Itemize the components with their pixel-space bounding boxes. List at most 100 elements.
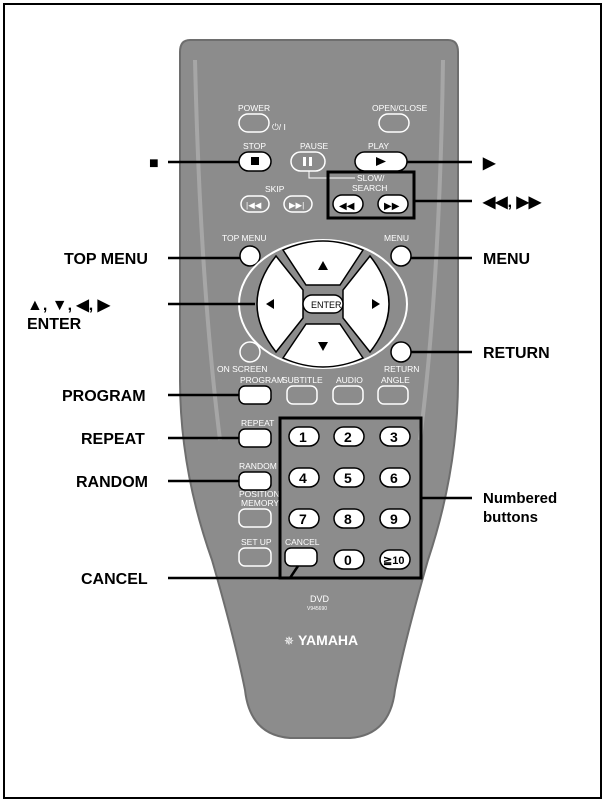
random-label: RANDOM [239,461,277,471]
subtitle-button[interactable] [286,385,318,405]
slow-label: SLOW/ [357,173,385,183]
number-button-10-plus[interactable] [379,549,411,570]
callout-random: RANDOM [76,474,148,491]
number-label: 3 [390,429,398,445]
top-menu-label: TOP MENU [222,233,267,243]
leader-lines [168,160,472,580]
number-button-0[interactable] [333,549,365,570]
callout-arrows: ▲, ▼, ◀, ▶ [27,297,111,314]
number-label: 2 [344,429,352,445]
power-button[interactable] [238,113,270,133]
number-label: 4 [299,470,307,486]
number-pad: 1 2 3 4 5 6 7 8 9 0 ≧10 [288,426,411,570]
rewind-icon: ◀◀ [339,201,355,212]
position-memory-button[interactable] [238,508,272,528]
up-arrow-icon [318,261,328,270]
on-screen-label: ON SCREEN [217,364,268,374]
angle-label: ANGLE [381,375,410,385]
callout-return: RETURN [483,345,550,362]
remote-bevel-right [418,59,445,441]
random-button[interactable] [238,471,272,491]
number-button-4[interactable] [288,467,320,488]
number-button-3[interactable] [379,426,411,447]
pause-label: PAUSE [300,141,329,151]
skip-forward-button[interactable] [283,195,313,213]
play-label: PLAY [368,141,389,151]
stop-label: STOP [243,141,266,151]
callout-numbered: Numbered [483,490,557,507]
setup-button[interactable] [238,547,272,567]
number-label: 8 [344,511,352,527]
power-symbol: ⏻/ I [272,122,286,132]
cancel-label: CANCEL [285,537,320,547]
number-button-9[interactable] [379,508,411,529]
number-label: 6 [390,470,398,486]
audio-button[interactable] [332,385,364,405]
on-screen-button[interactable] [239,341,261,363]
number-label: 1 [299,429,307,445]
number-label: 9 [390,511,398,527]
enter-label: ENTER [311,300,342,310]
number-label: 0 [344,552,352,568]
model-number: V945690 [307,606,327,612]
callout-repeat: REPEAT [81,431,145,448]
left-button[interactable] [256,254,304,354]
menu-label: MENU [384,233,409,243]
fast-forward-icon: ▶▶ [384,201,400,212]
callout-stop: ■ [149,155,159,172]
dvd-logo: DVD [310,594,330,604]
skip-back-icon: |◀◀ [246,200,262,210]
right-button[interactable] [342,254,390,354]
brand-logo: YAMAHA [298,632,358,648]
return-label: RETURN [384,364,419,374]
yamaha-emblem-icon: ✵ [284,634,294,648]
callout-buttons: buttons [483,509,538,526]
callout-menu: MENU [483,251,530,268]
number-button-2[interactable] [333,426,365,447]
repeat-label: REPEAT [241,418,274,428]
open-close-button[interactable] [378,113,410,133]
repeat-button[interactable] [238,428,272,448]
search-highlight-box [326,170,416,220]
search-back-button[interactable] [332,194,364,214]
subtitle-label: SUBTITLE [282,375,323,385]
number-button-8[interactable] [333,508,365,529]
callout-top-menu: TOP MENU [64,251,148,268]
setup-label: SET UP [241,537,272,547]
figure-frame [3,3,602,799]
skip-label: SKIP [265,184,285,194]
search-forward-button[interactable] [377,194,409,214]
left-arrow-icon [266,299,274,309]
memory-label: MEMORY [241,498,279,508]
callout-program: PROGRAM [62,388,146,405]
menu-button[interactable] [390,245,412,267]
top-menu-button[interactable] [239,245,261,267]
search-label: SEARCH [352,183,387,193]
number-label: ≧10 [383,555,404,567]
return-button[interactable] [390,341,412,363]
skip-forward-icon: ▶▶| [289,200,304,210]
open-close-label: OPEN/CLOSE [372,103,428,113]
number-button-1[interactable] [288,426,320,447]
power-label: POWER [238,103,270,113]
stop-icon [251,157,259,165]
skip-back-button[interactable] [240,195,270,213]
program-button[interactable] [238,385,272,405]
callout-cancel: CANCEL [81,571,148,588]
pause-button[interactable] [290,151,326,172]
audio-label: AUDIO [336,375,363,385]
callout-play: ▶ [482,155,496,172]
number-label: 5 [344,470,352,486]
down-arrow-icon [318,342,328,351]
number-button-6[interactable] [379,467,411,488]
position-label: POSITION [239,489,280,499]
cancel-button[interactable] [284,547,318,567]
angle-button[interactable] [377,385,409,405]
right-arrow-icon [372,299,380,309]
enter-button[interactable] [302,294,344,314]
number-button-7[interactable] [288,508,320,529]
number-button-5[interactable] [333,467,365,488]
leader-cancel [168,565,300,580]
callout-enter: ENTER [27,316,82,333]
